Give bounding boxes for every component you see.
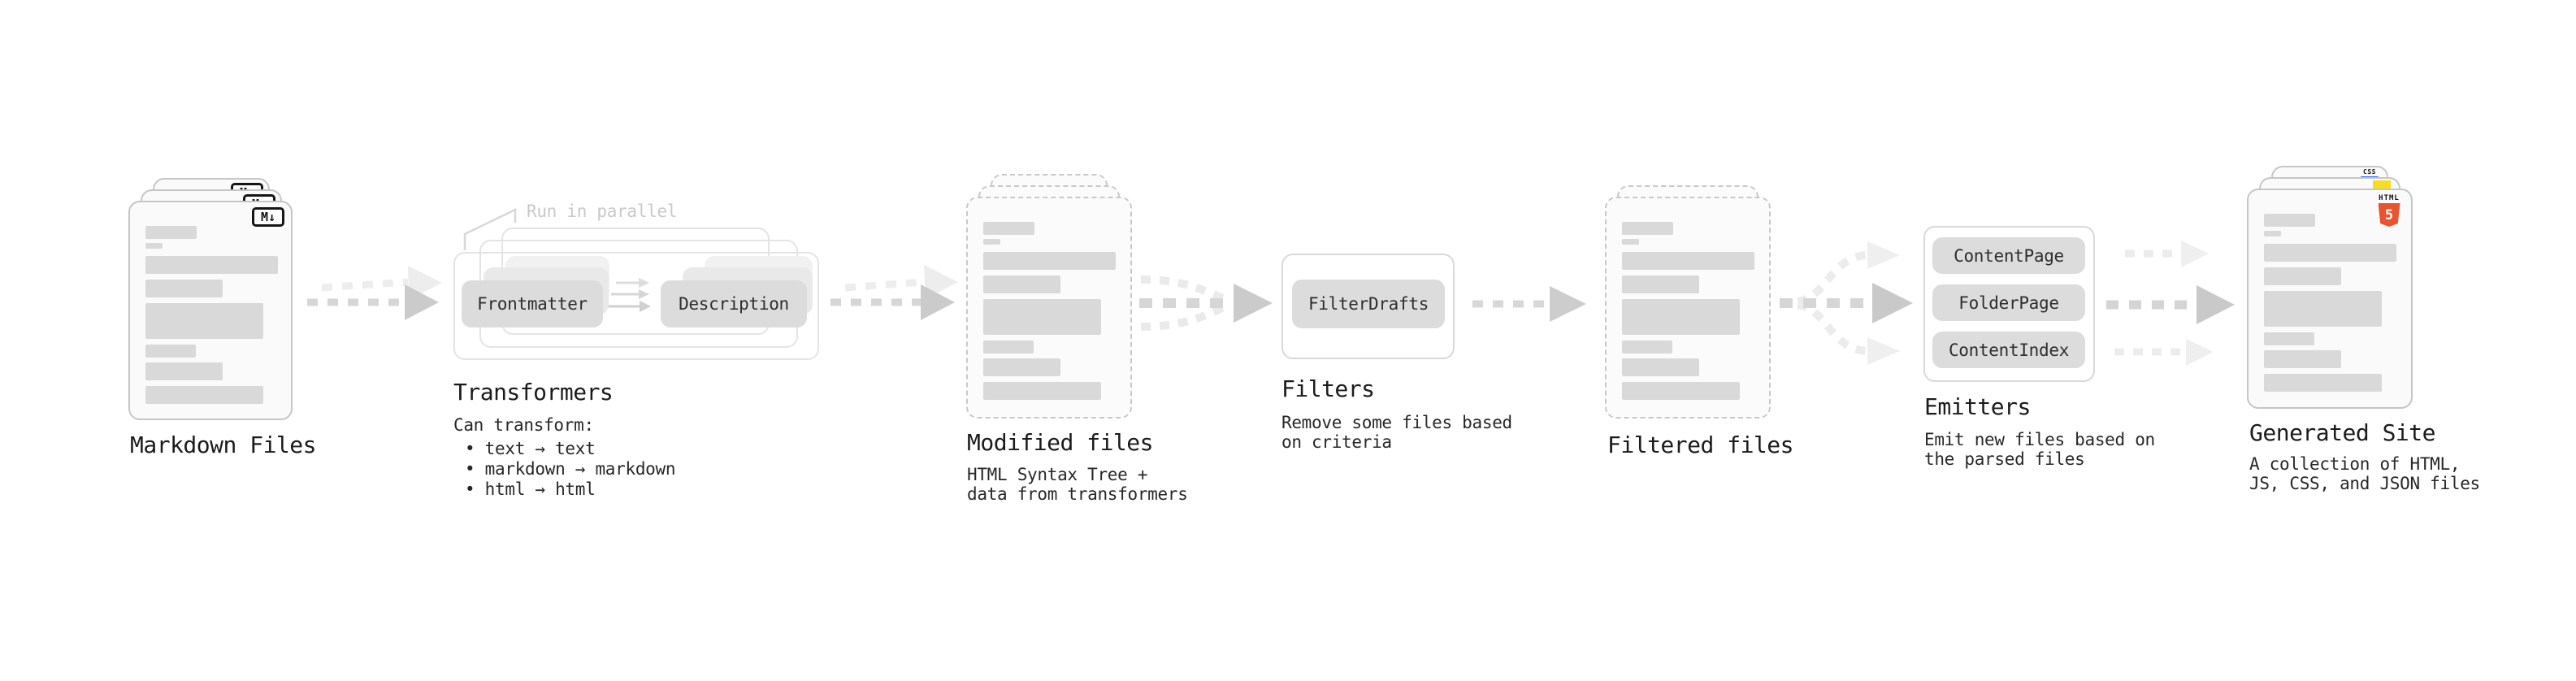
doc-text-bar — [1622, 382, 1740, 400]
transformers-bullet: • markdown → markdown — [465, 459, 676, 479]
modified-files-title: Modified files — [967, 429, 1154, 456]
emitters-subtitle: the parsed files — [1924, 449, 2085, 469]
doc-text-bar — [145, 303, 263, 339]
doc-text-bar — [983, 382, 1101, 400]
filters-subtitle: Remove some files based — [1281, 413, 1512, 432]
emitter-pill-folderpage: FolderPage — [1932, 284, 2085, 321]
doc-text-bar — [983, 239, 1000, 245]
filters-title: Filters — [1281, 375, 1375, 402]
transformer-box-front — [453, 252, 819, 360]
filtered-files-title: Filtered files — [1607, 432, 1794, 458]
emitters-subtitle: Emit new files based on — [1924, 430, 2155, 449]
generated-site-title: Generated Site — [2249, 419, 2436, 446]
generated-site-subtitle: JS, CSS, and JSON files — [2249, 474, 2480, 493]
doc-text-bar — [983, 275, 1060, 293]
doc-text-bar — [145, 280, 223, 297]
doc-text-bar — [145, 386, 263, 404]
html5-icon-number: 5 — [2384, 206, 2394, 223]
arrow-markdown-to-transformers — [307, 266, 442, 320]
emitter-pill-contentindex: ContentIndex — [1932, 332, 2085, 368]
doc-text-bar — [1622, 299, 1740, 335]
doc-text-bar — [983, 252, 1116, 270]
generated-file-card-front: HTML 5 — [2247, 189, 2413, 409]
doc-text-bar — [2264, 214, 2315, 227]
filter-pill-filterdrafts: FilterDrafts — [1292, 280, 1445, 328]
doc-text-bar — [1622, 239, 1639, 245]
doc-text-bar — [983, 358, 1060, 376]
doc-text-bar — [145, 226, 197, 239]
doc-text-bar — [2264, 244, 2396, 262]
doc-text-bar — [2264, 350, 2341, 368]
transformer-pill-frontmatter: Frontmatter — [462, 280, 603, 327]
generated-site-subtitle: A collection of HTML, — [2249, 454, 2461, 474]
html5-icon-word: HTML — [2379, 194, 2400, 202]
doc-text-bar — [145, 345, 196, 358]
arrow-modified-to-filters-converge — [1139, 275, 1273, 331]
modified-file-card-front — [966, 197, 1132, 419]
html5-icon-shield: 5 — [2378, 203, 2400, 227]
doc-text-bar — [145, 243, 163, 249]
markdown-icon: M↓ — [252, 207, 284, 227]
modified-files-subtitle: data from transformers — [967, 484, 1188, 504]
doc-text-bar — [2264, 291, 2382, 327]
arrows-emitters-to-generated — [2106, 241, 2235, 366]
doc-text-bar — [2264, 231, 2281, 236]
doc-text-bar — [1622, 358, 1699, 376]
transformers-title: Transformers — [453, 379, 614, 406]
modified-files-subtitle: HTML Syntax Tree + — [967, 465, 1148, 484]
css-icon-label: CSS — [2363, 168, 2376, 176]
arrow-filters-to-filtered — [1472, 286, 1586, 322]
run-in-parallel-connector — [463, 208, 517, 250]
emitters-title: Emitters — [1924, 393, 2031, 420]
doc-text-bar — [983, 340, 1034, 354]
arrow-filtered-to-emitters-diverge — [1780, 241, 1913, 365]
transformers-subtitle: Can transform: — [453, 415, 594, 435]
doc-text-bar — [145, 256, 278, 274]
transformers-bullet: • text → text — [465, 439, 596, 458]
doc-text-bar — [2264, 267, 2341, 285]
transformer-step-arrows — [608, 278, 651, 312]
html5-icon: HTML 5 — [2374, 194, 2404, 227]
doc-text-bar — [983, 222, 1034, 235]
doc-text-bar — [1622, 275, 1699, 293]
js-icon — [2373, 180, 2391, 189]
filters-subtitle: on criteria — [1281, 432, 1392, 452]
doc-text-bar — [145, 362, 223, 380]
doc-text-bar — [2264, 332, 2314, 345]
markdown-files-title: Markdown Files — [130, 432, 317, 458]
doc-text-bar — [2264, 374, 2382, 392]
markdown-file-card-front: M↓ — [128, 201, 293, 420]
doc-text-bar — [1622, 252, 1754, 270]
filtered-file-card-front — [1605, 197, 1771, 419]
arrow-transformers-to-modified — [830, 265, 958, 320]
run-in-parallel-note: Run in parallel — [527, 202, 678, 221]
emitter-pill-contentpage: ContentPage — [1932, 237, 2085, 274]
transformers-bullet: • html → html — [465, 479, 596, 499]
doc-text-bar — [1622, 340, 1672, 354]
doc-text-bar — [983, 299, 1101, 335]
doc-text-bar — [1622, 222, 1673, 235]
transformer-pill-description: Description — [661, 280, 807, 327]
